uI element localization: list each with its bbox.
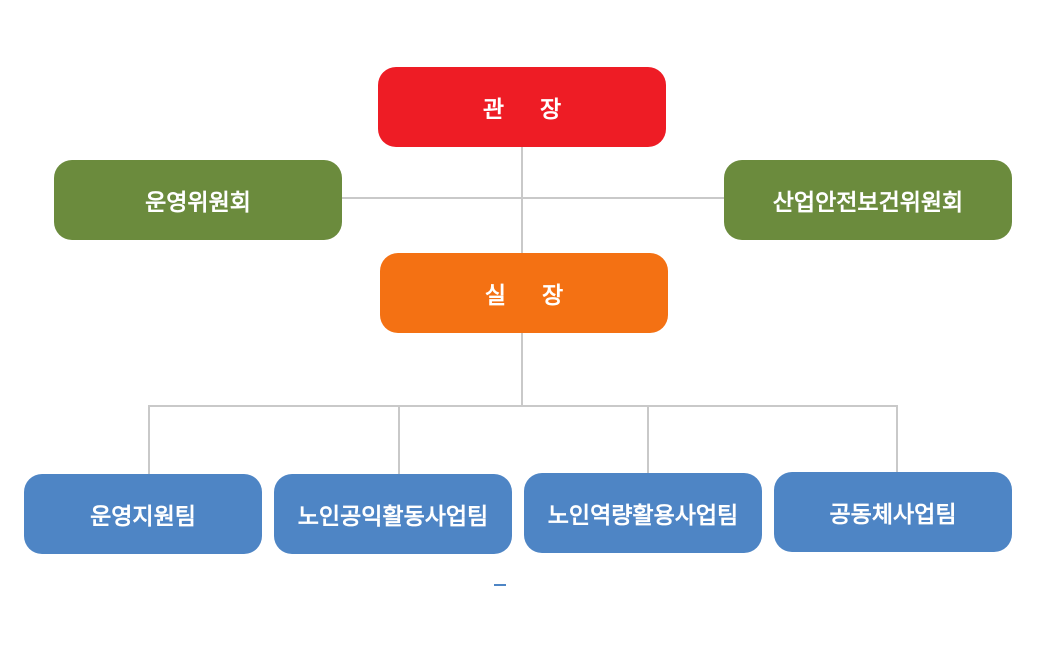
committee-box-operations: 운영위원회 (54, 160, 342, 240)
connector-teams-horizontal (148, 405, 898, 407)
team-box-community: 공동체사업팀 (774, 472, 1012, 552)
connector-chief-to-teams (521, 332, 523, 406)
connector-team-4-drop (896, 405, 898, 473)
team-box-public-activity: 노인공익활동사업팀 (274, 474, 512, 554)
connector-director-to-chief (521, 146, 523, 254)
connector-team-2-drop (398, 405, 400, 475)
committee-box-safety-health: 산업안전보건위원회 (724, 160, 1012, 240)
connector-team-1-drop (148, 405, 150, 475)
team-label: 노인역량활용사업팀 (547, 503, 739, 529)
chief-label: 실 장 (484, 283, 578, 309)
committee-label: 운영위원회 (145, 190, 251, 216)
team-label: 공동체사업팀 (829, 502, 957, 528)
connector-committees-horizontal (341, 197, 725, 199)
team-label: 노인공익활동사업팀 (297, 504, 489, 530)
committee-label: 산업안전보건위원회 (772, 190, 964, 216)
team-box-operations-support: 운영지원팀 (24, 474, 262, 554)
team-label: 운영지원팀 (90, 504, 196, 530)
director-box: 관 장 (378, 67, 666, 147)
decorative-mark (494, 584, 506, 586)
chief-box: 실 장 (380, 253, 668, 333)
connector-team-3-drop (647, 405, 649, 474)
team-box-capability: 노인역량활용사업팀 (524, 473, 762, 553)
director-label: 관 장 (482, 97, 576, 123)
